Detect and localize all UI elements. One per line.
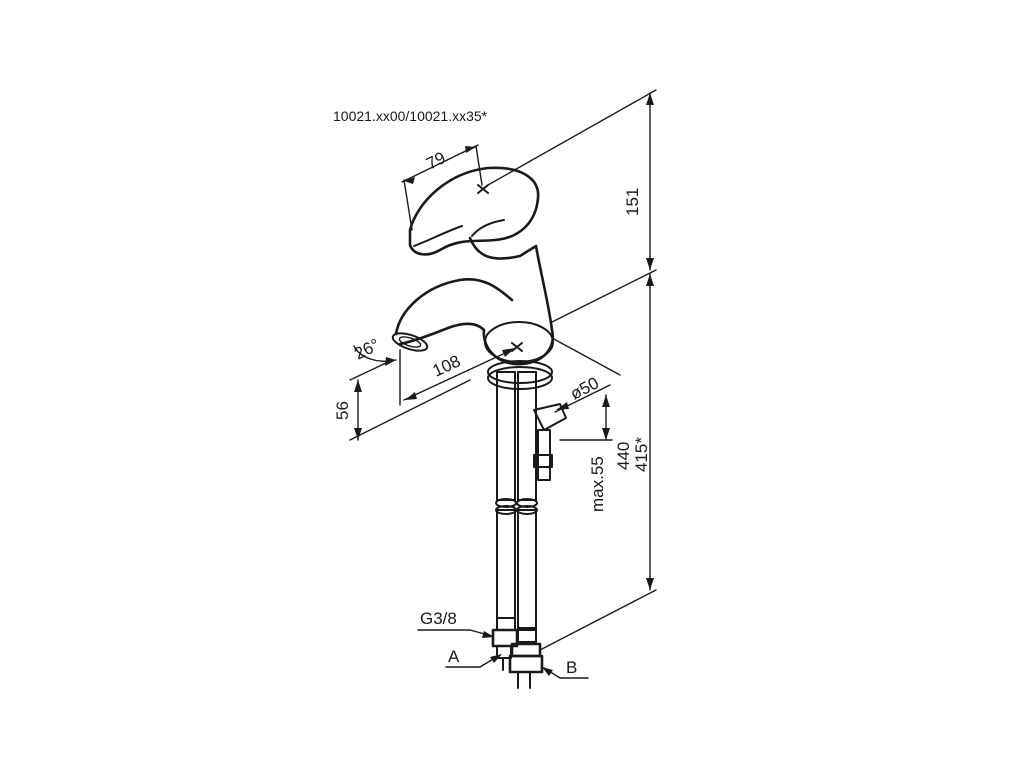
dim-hose-length-a: 440 [614, 442, 633, 470]
callout-hose-b: B [566, 658, 577, 677]
dim-height-upper: 151 [623, 188, 642, 216]
dim-spout-height: 56 [333, 401, 352, 420]
model-code-label: 10021.xx00/10021.xx35* [333, 108, 488, 124]
hoses [491, 371, 567, 689]
callout-hose-a: A [448, 647, 460, 666]
dimension-lines [349, 89, 657, 651]
dim-spout-angle: 26° [351, 335, 383, 364]
faucet-body [391, 166, 555, 390]
callout-thread: G3/8 [420, 609, 457, 628]
dim-base-diameter: ø50 [567, 373, 602, 403]
dim-hose-length-b: 415* [632, 437, 651, 472]
callout-leaders [417, 629, 589, 679]
dim-spout-reach: 108 [430, 351, 464, 380]
dim-max-thickness: max.55 [588, 456, 607, 512]
